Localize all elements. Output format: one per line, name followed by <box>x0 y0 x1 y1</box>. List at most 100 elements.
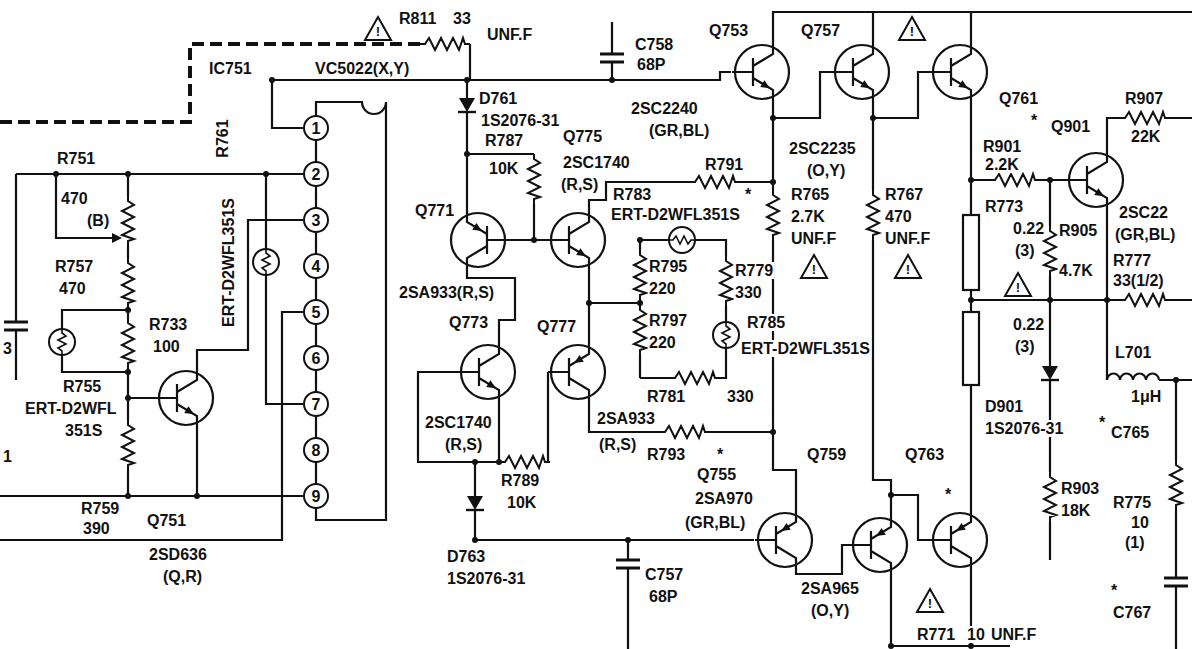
warning-outline <box>917 589 943 612</box>
transistor-symbol <box>832 42 889 102</box>
part-label: D763 <box>446 548 486 565</box>
resistor-symbol <box>690 176 740 188</box>
resistor-symbol <box>990 174 1040 186</box>
pin-number-circle: 4 <box>303 253 329 279</box>
part-label: Q761 <box>998 90 1039 107</box>
warning-triangle: ! <box>800 254 828 279</box>
part-label: R775 <box>1112 494 1152 511</box>
pin-number: 9 <box>311 488 322 505</box>
capacitor-symbol <box>4 322 28 330</box>
part-label: UNF.F <box>884 230 931 247</box>
transistor-symbol <box>732 42 789 102</box>
resistor-symbol <box>1044 226 1056 276</box>
warning-outline <box>899 17 925 40</box>
pin-number: 6 <box>311 350 322 367</box>
part-label: 68P <box>648 588 678 605</box>
part-label: 2SA933(R,S) <box>398 284 495 301</box>
part-label: Q771 <box>414 202 455 219</box>
resistor-symbol <box>1120 294 1170 306</box>
warning-triangle: ! <box>1004 272 1032 297</box>
part-label: 1S2076-31 <box>446 570 526 587</box>
resistor-symbol <box>963 215 979 290</box>
part-label: * <box>1110 582 1118 599</box>
part-label: R757 <box>54 258 94 275</box>
part-label: Q753 <box>708 22 749 39</box>
part-label: (1) <box>1124 534 1146 551</box>
transistor-symbol <box>930 42 987 102</box>
part-label: ERT-D2WFL351S <box>740 340 871 357</box>
thermistor-symbol <box>253 249 279 275</box>
part-label: D761 <box>478 90 518 107</box>
part-label: Q773 <box>448 314 489 331</box>
part-label: R765 <box>790 186 830 203</box>
part-label: R771 <box>916 626 956 643</box>
ic-label: IC751 <box>208 60 253 77</box>
part-label: 220 <box>648 280 677 297</box>
pin-number: 2 <box>311 166 322 183</box>
part-label: C767 <box>1112 604 1152 621</box>
part-label: 2SC1740 <box>562 154 631 171</box>
transistor-symbol <box>548 342 605 402</box>
transistor-symbol <box>156 368 213 428</box>
part-label: 2SC2235 <box>788 140 857 157</box>
pin-number-circle: 9 <box>303 483 329 509</box>
resistor-symbol <box>634 305 646 355</box>
part-label: 2.7K <box>790 208 826 225</box>
part-label: 470 <box>884 208 913 225</box>
part-label: 0.22 <box>1012 220 1045 237</box>
thermistor-symbol <box>713 322 739 348</box>
part-label: Q901 <box>1050 118 1091 135</box>
diode-symbol <box>466 496 484 510</box>
capacitor-symbol <box>600 54 624 62</box>
part-label: 390 <box>82 520 111 537</box>
part-label: 470 <box>58 280 87 297</box>
warning-mark: ! <box>1004 281 1032 295</box>
transistor-symbol <box>451 210 508 270</box>
part-label: 33(1/2) <box>1112 272 1165 289</box>
pin-number: 3 <box>311 212 322 229</box>
resistor-symbol <box>867 190 879 240</box>
thermistor-symbol <box>669 227 695 253</box>
part-label: ERT-D2WFL351S <box>610 206 741 223</box>
part-label: Q775 <box>562 128 603 145</box>
transistor-symbol <box>755 510 812 570</box>
part-label: (O,Y) <box>810 602 850 619</box>
part-label: R811 <box>398 10 437 27</box>
resistor-symbol <box>500 456 550 468</box>
part-label: Q777 <box>536 318 577 335</box>
part-label: D901 <box>984 398 1024 415</box>
shield-line <box>0 44 420 122</box>
part-label: 10 <box>966 626 986 643</box>
warning-mark: ! <box>898 25 926 39</box>
resistor-symbol <box>1120 112 1170 124</box>
resistor-symbol <box>1170 460 1182 510</box>
part-label: 2SD636 <box>148 546 208 563</box>
ic-label: VC5022(X,Y) <box>314 60 410 77</box>
capacitor-symbol <box>616 560 640 568</box>
warning-mark: ! <box>894 263 922 277</box>
transistor-symbol <box>930 510 987 570</box>
part-label: R779 <box>734 262 774 279</box>
part-label: 3 <box>2 340 13 357</box>
part-label: Q751 <box>146 512 187 529</box>
part-label: 1S2076-31 <box>984 420 1064 437</box>
part-label: ERT-D2WFL351S <box>219 197 236 328</box>
part-label: 10 <box>1130 514 1150 531</box>
part-label: Q755 <box>696 466 737 483</box>
part-label: * <box>716 446 724 463</box>
part-label: R733 <box>148 316 188 333</box>
part-label: 22K <box>1130 128 1161 145</box>
pin-number-circle: 3 <box>303 207 329 233</box>
part-label: Q757 <box>800 22 841 39</box>
part-label: (R,S) <box>560 176 599 193</box>
part-label: 2SC1740 <box>424 414 493 431</box>
pin-number-circle: 7 <box>303 391 329 417</box>
part-label: (R,S) <box>598 436 637 453</box>
warning-mark: ! <box>800 263 828 277</box>
part-label: Q763 <box>904 446 945 463</box>
pin-number-circle: 8 <box>303 437 329 463</box>
part-label: * <box>944 486 952 503</box>
part-label: 351S <box>64 422 103 439</box>
part-label: 2SC2240 <box>630 100 699 117</box>
resistor-symbol <box>634 250 646 300</box>
